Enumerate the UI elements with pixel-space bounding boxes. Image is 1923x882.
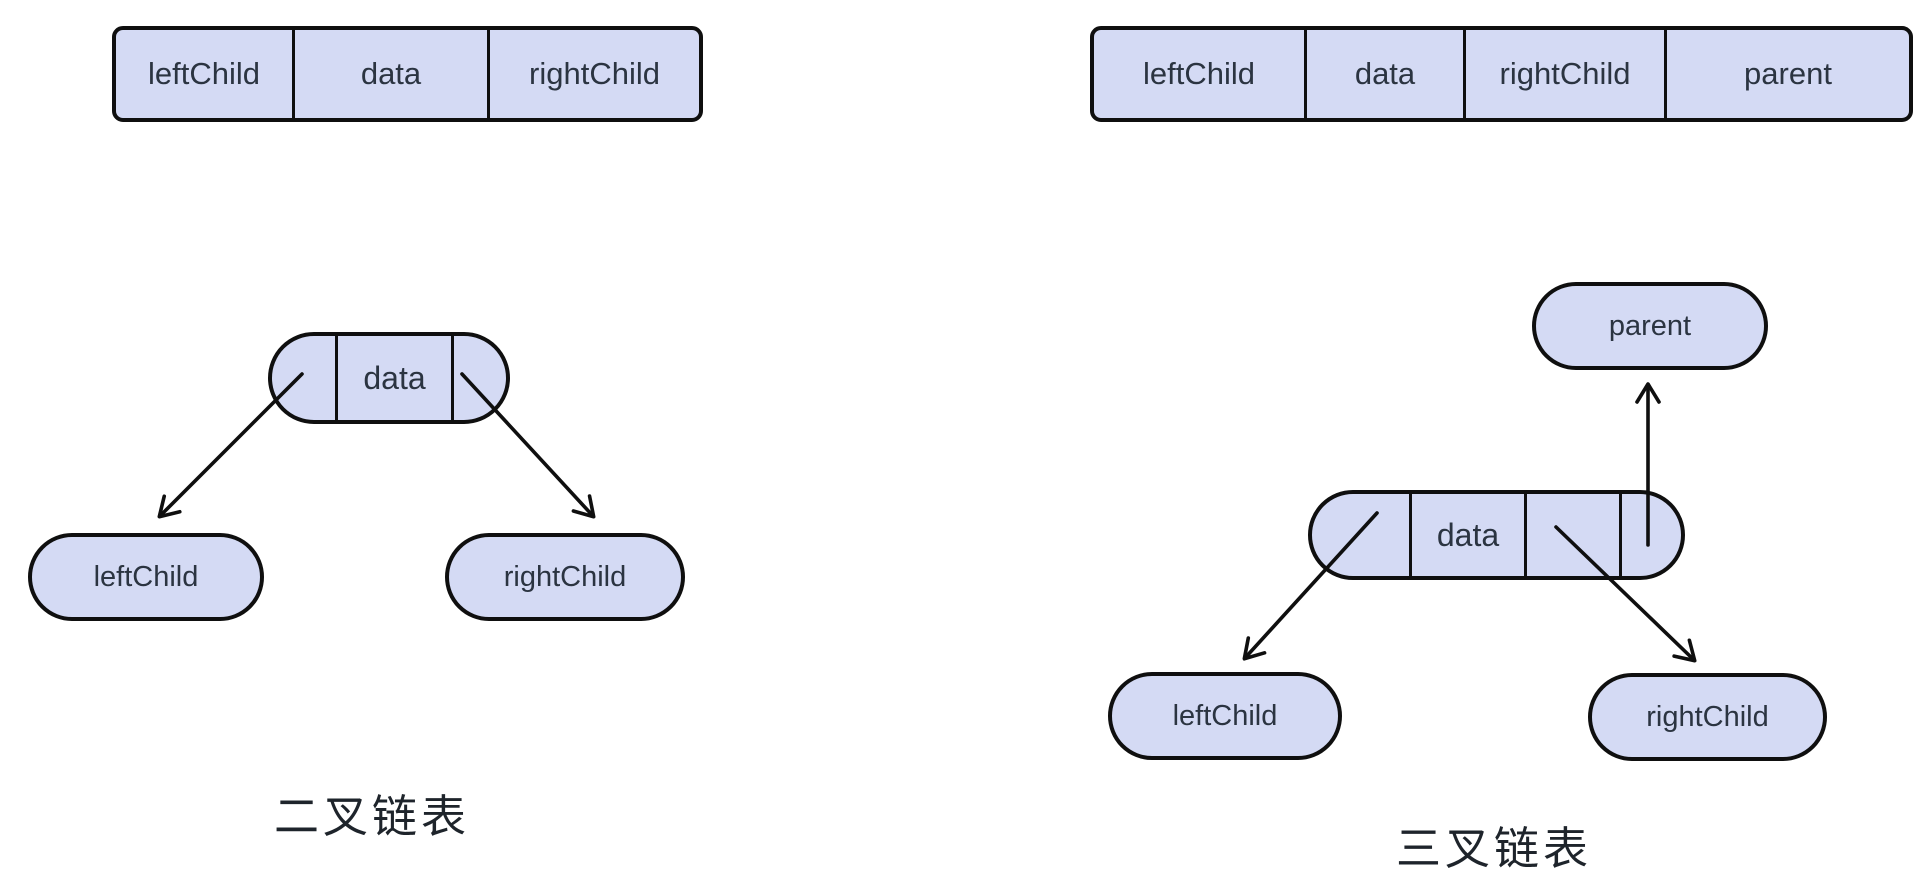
binary-tree-root-node: data: [268, 332, 510, 424]
binary-right-child-node: rightChild: [445, 533, 685, 621]
binary-left-child-node: leftChild: [28, 533, 264, 621]
caption-binary-linked-list: 二叉链表: [273, 791, 471, 842]
struct-cell-data: data: [292, 30, 487, 118]
ternary-parent-node: parent: [1532, 282, 1768, 370]
struct-cell-data: data: [1304, 30, 1463, 118]
pointer-divider: [1524, 494, 1527, 576]
ternary-tree-root-node: data: [1308, 490, 1685, 580]
pointer-divider: [335, 336, 338, 420]
struct-cell-rightchild: rightChild: [1463, 30, 1664, 118]
struct-cell-leftchild: leftChild: [1143, 56, 1255, 91]
caption-ternary-linked-list: 三叉链表: [1395, 823, 1593, 874]
struct-cell-leftchild: leftChild: [148, 56, 260, 91]
pointer-divider: [1409, 494, 1412, 576]
binary-node-struct-box: leftChild data rightChild: [112, 26, 703, 122]
root-data-label: data: [1436, 516, 1500, 553]
struct-cell-parent: parent: [1664, 30, 1909, 118]
ternary-node-struct-box: leftChild data rightChild parent: [1090, 26, 1913, 122]
pointer-divider: [451, 336, 454, 420]
struct-cell-rightchild: rightChild: [487, 30, 699, 118]
pointer-divider: [1619, 494, 1622, 576]
ternary-right-child-node: rightChild: [1588, 673, 1827, 761]
root-data-label: data: [363, 359, 426, 396]
ternary-left-child-node: leftChild: [1108, 672, 1342, 760]
